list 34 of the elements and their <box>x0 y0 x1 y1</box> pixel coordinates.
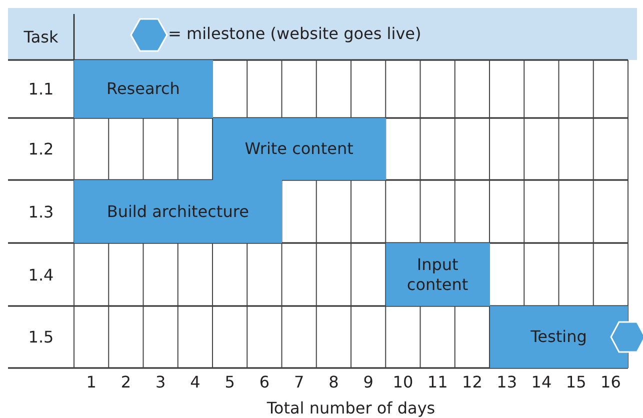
task-bar <box>74 60 212 118</box>
day-number: 6 <box>259 372 270 392</box>
task-number: 1.1 <box>28 80 54 98</box>
task-number: 1.5 <box>28 328 54 346</box>
task-bar <box>74 180 282 243</box>
day-number: 5 <box>224 372 235 392</box>
task-name: Research <box>106 79 180 99</box>
day-number: 12 <box>462 372 482 392</box>
task-bar <box>386 243 490 306</box>
day-number: 8 <box>328 372 339 392</box>
day-number: 15 <box>566 372 586 392</box>
day-number: 2 <box>120 372 132 392</box>
axis-title: Total number of days <box>266 398 436 418</box>
task-number: 1.4 <box>28 265 54 284</box>
task-name: Input content <box>406 255 470 294</box>
task-name: Write content <box>244 139 354 159</box>
day-number: 7 <box>294 372 304 392</box>
day-number: 3 <box>155 372 166 392</box>
task-name: Build architecture <box>106 202 249 222</box>
day-number: 16 <box>600 372 621 392</box>
day-number: 13 <box>496 372 517 392</box>
task-bar <box>212 118 386 180</box>
column-header: Task <box>24 28 58 46</box>
day-number: 4 <box>190 372 200 392</box>
task-name: Testing <box>530 327 587 347</box>
day-number: 1 <box>86 372 96 392</box>
task-number: 1.2 <box>28 140 54 158</box>
day-number: 10 <box>392 372 414 392</box>
day-number: 11 <box>427 372 448 392</box>
milestone-marker <box>610 321 643 353</box>
day-number: 9 <box>363 372 374 392</box>
legend-text: = milestone (website goes live) <box>168 24 422 43</box>
task-number: 1.3 <box>28 202 54 221</box>
day-number: 14 <box>531 372 552 392</box>
